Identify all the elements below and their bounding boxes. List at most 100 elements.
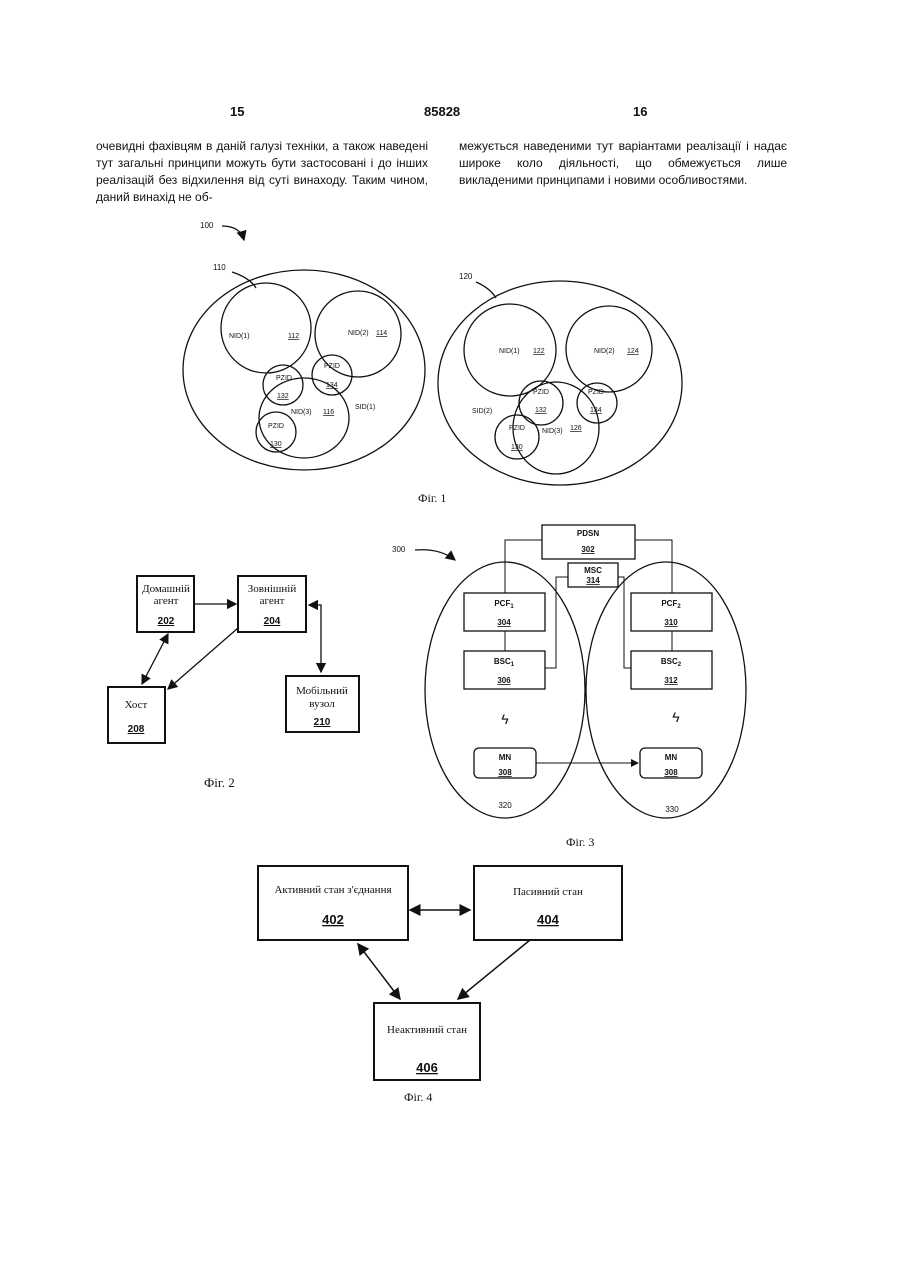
home-agent-l1: Домашній — [142, 583, 190, 595]
active-inactive-link — [358, 944, 400, 999]
pcf1-name: PCF — [494, 599, 510, 608]
nid1-left-circle — [221, 283, 311, 373]
fig1-ref-120: 120 — [459, 272, 473, 281]
fig2-caption: Фіг. 2 — [204, 775, 235, 790]
inactive-state-label: Неактивний стан — [387, 1024, 467, 1036]
passive-state-ref: 404 — [537, 912, 559, 927]
msc-label: MSC — [584, 566, 602, 575]
pcf1-ref: 304 — [497, 618, 511, 627]
nid2-right-ref: 124 — [627, 348, 639, 355]
mn-left-ref: 308 — [498, 768, 512, 777]
home-agent-l2: агент — [154, 595, 179, 607]
host-ref: 208 — [128, 724, 145, 735]
pzid-right-a-ref: 132 — [535, 407, 547, 414]
pzid-right-b-ref: 134 — [590, 407, 602, 414]
pcf2-subscript: 2 — [677, 604, 681, 610]
pdsn-ref: 302 — [581, 545, 595, 554]
fig3-ref-300: 300 — [392, 545, 406, 554]
nid1-left-label: NID(1) — [229, 333, 250, 340]
bsc2-ref: 312 — [664, 676, 678, 685]
sid1-area — [183, 270, 425, 470]
lightning-left-icon: ϟ — [501, 711, 509, 727]
passive-state-box — [474, 866, 622, 940]
foreign-mobile-link — [309, 605, 321, 672]
pcf1-subscript: 1 — [510, 604, 514, 610]
area-320-ref: 320 — [498, 801, 512, 810]
area-330-ref: 330 — [665, 805, 679, 814]
nid1-left-ref: 112 — [288, 333, 299, 340]
nid3-right-ref: 126 — [570, 425, 582, 432]
msc-bsc1-link — [545, 577, 568, 668]
pzid-right-130 — [495, 415, 539, 459]
bsc1-label: BSC1 — [494, 657, 515, 668]
fig3-caption: Фіг. 3 — [566, 835, 594, 849]
fig3-labels: PDSN 302 MSC 314 PCF1 304 BSC1 306 PCF2 … — [494, 529, 682, 814]
foreign-agent-ref: 204 — [264, 616, 281, 627]
pzid-right-b-label: PZID — [588, 389, 604, 396]
pzid-right-c-label: PZID — [509, 425, 525, 432]
pzid-left-a-ref: 134 — [326, 382, 338, 389]
mn-left-label: MN — [499, 753, 512, 762]
inactive-state-ref: 406 — [416, 1060, 438, 1075]
pzid-right-c-ref: 130 — [511, 444, 523, 451]
host-label: Хост — [125, 699, 148, 711]
nid1-right-ref: 122 — [533, 348, 545, 355]
pzid-left-a-label: PZID — [324, 363, 340, 370]
mobile-node-l1: Мобільний — [296, 685, 348, 697]
pcf2-ref: 310 — [664, 618, 678, 627]
pzid-right-a-label: PZID — [533, 389, 549, 396]
fig1-ref-110: 110 — [213, 263, 226, 272]
pdsn-pcf1-link — [505, 540, 542, 593]
pzid-left-b-ref: 132 — [277, 393, 289, 400]
passive-inactive-link — [458, 940, 530, 999]
nid3-left-ref: 116 — [323, 409, 334, 416]
fig1-labels: NID(1) 112 NID(2) 114 PZID 134 PZID 132 … — [229, 330, 639, 451]
fig3: 300 — [392, 525, 746, 818]
bsc1-ref: 306 — [497, 676, 511, 685]
pcf2-label: PCF2 — [661, 599, 681, 610]
nid3-left-label: NID(3) — [291, 409, 312, 416]
bsc2-label: BSC2 — [661, 657, 682, 668]
foreign-agent-l2: агент — [260, 595, 285, 607]
msc-ref: 314 — [586, 576, 600, 585]
sid2-label: SID(2) — [472, 408, 492, 415]
mobile-node-ref: 210 — [314, 717, 331, 728]
foreign-agent-l1: Зовнішній — [248, 583, 297, 595]
mobile-node-l2: вузол — [309, 698, 335, 710]
pdsn-pcf2-link — [635, 540, 672, 593]
mn-right-label: MN — [665, 753, 678, 762]
sid2-area — [438, 281, 682, 485]
pdsn-label: PDSN — [577, 529, 599, 538]
msc-bsc2-link — [618, 577, 631, 668]
home-host-link — [142, 634, 168, 684]
home-agent-ref: 202 — [158, 616, 175, 627]
foreign-host-link — [168, 628, 238, 689]
fig4 — [258, 866, 622, 1080]
fig4-caption: Фіг. 4 — [404, 1090, 432, 1104]
nid3-right-label: NID(3) — [542, 428, 563, 435]
nid2-right-label: NID(2) — [594, 348, 615, 355]
bsc2-name: BSC — [661, 657, 678, 666]
pzid-left-c-ref: 130 — [270, 441, 282, 448]
nid1-right-label: NID(1) — [499, 348, 520, 355]
bsc2-subscript: 2 — [678, 662, 682, 668]
pcf1-label: PCF1 — [494, 599, 514, 610]
active-state-label: Активний стан з'єднання — [274, 884, 391, 896]
pzid-left-b-label: PZID — [276, 375, 292, 382]
passive-state-label: Пасивний стан — [513, 886, 583, 898]
bsc1-name: BSC — [494, 657, 511, 666]
nid2-left-ref: 114 — [376, 330, 387, 337]
active-state-box — [258, 866, 408, 940]
pzid-left-c-label: PZID — [268, 423, 284, 430]
mn-right-ref: 308 — [664, 768, 678, 777]
fig1-caption: Фіг. 1 — [418, 491, 446, 505]
nid2-left-label: NID(2) — [348, 330, 369, 337]
pcf2-name: PCF — [661, 599, 677, 608]
active-state-ref: 402 — [322, 912, 344, 927]
pzid-right-132 — [519, 381, 563, 425]
fig2-labels: Домашній агент 202 Зовнішній агент 204 Х… — [125, 583, 348, 735]
bsc1-subscript: 1 — [511, 662, 515, 668]
fig4-labels: Активний стан з'єднання 402 Пасивний ста… — [274, 884, 583, 1075]
lightning-right-icon: ϟ — [672, 709, 680, 725]
